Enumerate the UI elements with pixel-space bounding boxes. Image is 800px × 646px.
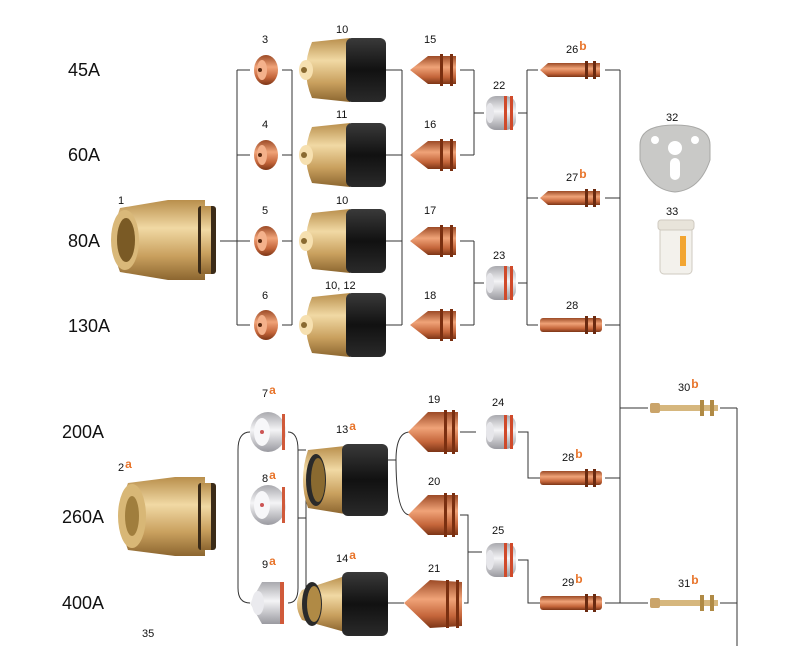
part-label-22: 22 bbox=[493, 80, 506, 92]
part-label-10a: 10 bbox=[336, 24, 349, 36]
nozzle-16 bbox=[410, 139, 456, 171]
nozzle-18 bbox=[410, 309, 456, 341]
shield-4 bbox=[254, 140, 278, 170]
nozzle-17 bbox=[410, 225, 456, 257]
cooling-tube-30 bbox=[650, 400, 718, 416]
swirl-ring-22 bbox=[486, 96, 516, 130]
part-label-19: 19 bbox=[428, 394, 441, 406]
part-label-10-12: 10, 12 bbox=[325, 280, 356, 292]
swirl-ring-24 bbox=[486, 415, 516, 449]
part-label-29: 29b bbox=[562, 572, 583, 589]
part-label-35: 35 bbox=[142, 628, 155, 640]
amperage-200a: 200A bbox=[62, 422, 105, 442]
electrode-28a bbox=[540, 316, 602, 334]
part-label-28b: 28b bbox=[562, 447, 583, 464]
amperage-60a: 60A bbox=[68, 145, 101, 165]
retaining-cap-14 bbox=[297, 572, 388, 636]
retaining-cap-13 bbox=[303, 444, 388, 516]
retaining-cap-11 bbox=[299, 123, 386, 187]
shield-6 bbox=[254, 310, 278, 340]
shield-8 bbox=[250, 485, 286, 525]
part-label-9: 9a bbox=[262, 554, 276, 571]
nozzle-15 bbox=[410, 54, 456, 86]
part-label-33: 33 bbox=[666, 206, 679, 218]
part-label-27: 27b bbox=[566, 167, 587, 184]
part-33-lubricant bbox=[657, 219, 695, 275]
part-label-16: 16 bbox=[424, 119, 437, 131]
amperage-400a: 400A bbox=[62, 593, 105, 613]
shield-5 bbox=[254, 226, 278, 256]
part-label-23: 23 bbox=[493, 250, 506, 262]
part-label-11: 11 bbox=[336, 109, 348, 121]
part-label-18: 18 bbox=[424, 290, 437, 302]
shield-9 bbox=[250, 582, 284, 624]
part-2-torch-body bbox=[118, 477, 216, 556]
cooling-tube-31 bbox=[650, 595, 718, 611]
shield-3 bbox=[254, 55, 278, 85]
shield-7 bbox=[250, 412, 286, 452]
part-label-15: 15 bbox=[424, 34, 437, 46]
part-label-30: 30b bbox=[678, 377, 699, 394]
part-label-10b: 10 bbox=[336, 195, 349, 207]
part-label-3: 3 bbox=[262, 34, 269, 46]
part-label-2: 2a bbox=[118, 457, 132, 474]
part-label-5: 5 bbox=[262, 205, 269, 217]
part-label-21: 21 bbox=[428, 563, 441, 575]
part-label-24: 24 bbox=[492, 397, 505, 409]
swirl-ring-23 bbox=[486, 266, 516, 300]
nozzle-21 bbox=[404, 580, 462, 628]
electrode-27 bbox=[540, 189, 600, 207]
part-label-8: 8a bbox=[262, 468, 276, 485]
part-1-torch-body bbox=[111, 200, 216, 280]
electrode-26 bbox=[540, 61, 600, 79]
electrode-29 bbox=[540, 594, 602, 612]
part-label-28a: 28 bbox=[566, 300, 579, 312]
nozzle-20 bbox=[408, 493, 458, 537]
retaining-cap-10-12 bbox=[299, 293, 386, 357]
amperage-45a: 45A bbox=[68, 60, 101, 80]
part-label-32: 32 bbox=[666, 112, 679, 124]
part-label-4: 4 bbox=[262, 119, 269, 131]
nozzle-19 bbox=[408, 410, 458, 454]
part-label-7: 7a bbox=[262, 383, 276, 400]
part-label-14: 14a bbox=[336, 548, 356, 565]
amperage-260a: 260A bbox=[62, 507, 105, 527]
part-label-17: 17 bbox=[424, 205, 437, 217]
part-label-6: 6 bbox=[262, 290, 269, 302]
part-label-31: 31b bbox=[678, 573, 699, 590]
part-label-26: 26b bbox=[566, 39, 587, 56]
amperage-130a: 130A bbox=[68, 316, 111, 336]
swirl-ring-25 bbox=[486, 543, 516, 577]
connector-lines bbox=[220, 69, 738, 646]
part-label-20: 20 bbox=[428, 476, 441, 488]
part-label-13: 13a bbox=[336, 419, 356, 436]
part-32-wrench bbox=[639, 124, 711, 193]
amperage-80a: 80A bbox=[68, 231, 101, 251]
part-label-1: 1 bbox=[118, 195, 125, 207]
part-label-25: 25 bbox=[492, 525, 505, 537]
retaining-cap-10a bbox=[299, 38, 386, 102]
retaining-cap-10b bbox=[299, 209, 386, 273]
electrode-28b bbox=[540, 469, 602, 487]
